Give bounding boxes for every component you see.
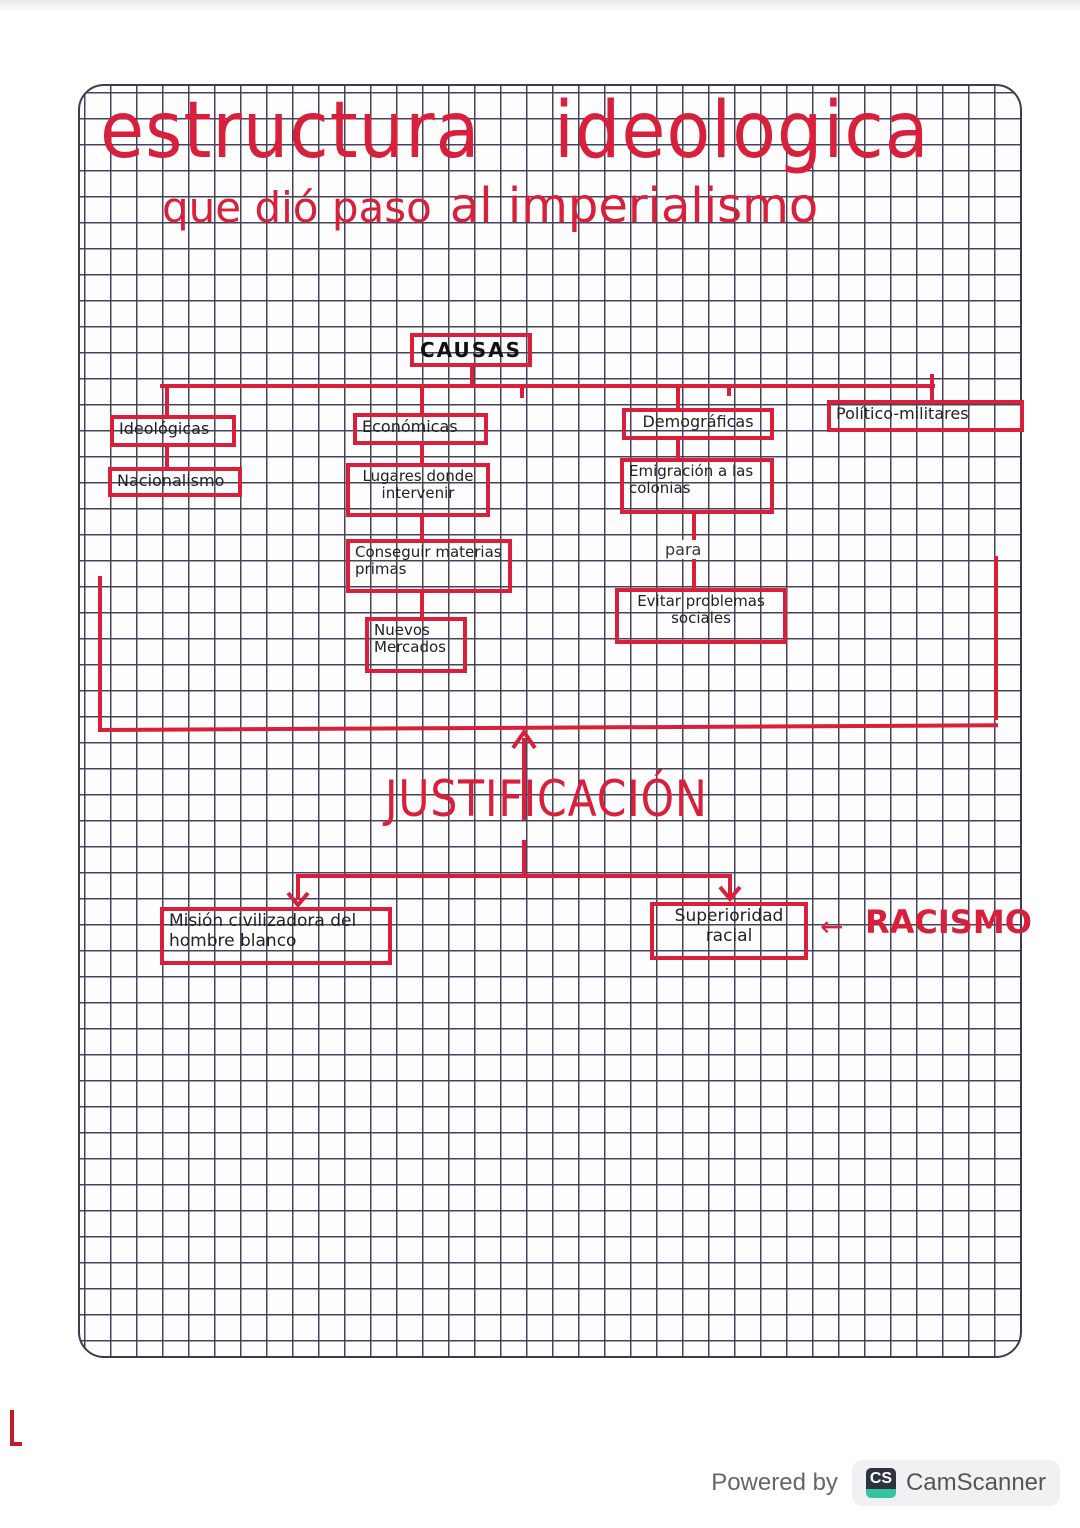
connector-superioridad <box>728 876 732 896</box>
connector-tick-2 <box>727 384 731 396</box>
connector-word-para: para <box>662 540 705 559</box>
connector-tick <box>520 384 524 398</box>
node-evitar-label: Evitar problemas sociales <box>637 592 765 628</box>
node-nacionalismo: Nacionalismo <box>108 467 242 497</box>
arrow-left-icon: ← <box>820 910 844 943</box>
arrow-up-icon <box>511 728 537 750</box>
node-causas: CAUSAS <box>410 333 532 367</box>
node-mision-label: Misión civilizadora del hombre blanco <box>169 911 357 951</box>
connector-lugares <box>420 444 424 464</box>
node-superioridad-label: Superioridad racial <box>674 906 784 946</box>
subtitle-part-1: que dió paso <box>162 183 432 232</box>
arrow-down-icon-2 <box>718 885 742 902</box>
camscanner-watermark: Powered by CS CamScanner <box>711 1460 1060 1506</box>
node-conseguir-materias-primas: Conseguir materias primas <box>346 539 512 593</box>
node-demograficas-label: Demográficas <box>642 412 754 431</box>
racismo-annotation: RACISMO <box>865 903 1032 941</box>
node-politico-label: Político-militares <box>836 404 969 423</box>
camscanner-brand: CamScanner <box>905 1469 1046 1496</box>
connector-materias <box>420 516 424 540</box>
node-economicas: Económicas <box>353 413 488 445</box>
connector-justificacion-up <box>522 738 526 820</box>
connector-emigracion <box>676 439 680 459</box>
connector-nacionalismo <box>165 446 169 468</box>
node-emigracion-label: Emigración a las colonias <box>629 462 754 498</box>
connector-economicas <box>420 386 424 416</box>
scan-mark-2 <box>10 1442 22 1446</box>
connector-mercados <box>420 592 424 618</box>
connector-demograficas <box>676 386 680 410</box>
node-nuevos-mercados: Nuevos Mercados <box>365 617 467 673</box>
node-causas-label: CAUSAS <box>419 337 523 362</box>
subtitle-part-2: al imperialismo <box>449 178 819 234</box>
node-materias-label: Conseguir materias primas <box>355 543 502 579</box>
node-lugares-label: Lugares donde intervenir <box>362 467 474 503</box>
connector-justificacion-down <box>522 840 526 876</box>
node-superioridad-racial: Superioridad racial <box>650 902 808 960</box>
node-politico-militares: Político-militares <box>827 400 1024 432</box>
bracket-left <box>98 576 102 732</box>
grid-paper <box>78 84 1022 1358</box>
connector-causas-horizontal <box>160 384 935 388</box>
connector-politico <box>930 374 934 404</box>
camscanner-logo-icon: CS <box>865 1468 896 1498</box>
connector-justificacion-horizontal <box>296 874 732 878</box>
node-lugares-donde-intervenir: Lugares donde intervenir <box>346 463 490 517</box>
page-top-edge <box>0 0 1080 12</box>
powered-by-text: Powered by <box>711 1469 838 1496</box>
connector-causas-down <box>470 366 474 386</box>
justificacion-heading: JUSTIFICACIÓN <box>385 770 708 828</box>
node-mision-civilizadora: Misión civilizadora del hombre blanco <box>160 907 392 965</box>
camscanner-badge: CS CamScanner <box>851 1460 1060 1506</box>
node-emigracion-colonias: Emigración a las colonias <box>620 458 774 514</box>
connector-mision <box>296 876 300 900</box>
bracket-right <box>994 556 998 720</box>
connector-ideologicas <box>165 386 169 416</box>
node-economicas-label: Económicas <box>362 417 458 436</box>
node-nacionalismo-label: Nacionalismo <box>117 471 225 490</box>
arrow-down-icon <box>286 891 310 908</box>
title-word-2: ideologica <box>554 86 930 176</box>
node-evitar-problemas-sociales: Evitar problemas sociales <box>615 588 787 644</box>
node-mercados-label: Nuevos Mercados <box>374 621 446 657</box>
node-demograficas: Demográficas <box>622 408 774 440</box>
node-ideologicas: Ideológicas <box>110 415 236 447</box>
scan-mark <box>10 1410 14 1446</box>
node-ideologicas-label: Ideológicas <box>119 419 210 438</box>
title-word-1: estructura <box>100 86 481 176</box>
